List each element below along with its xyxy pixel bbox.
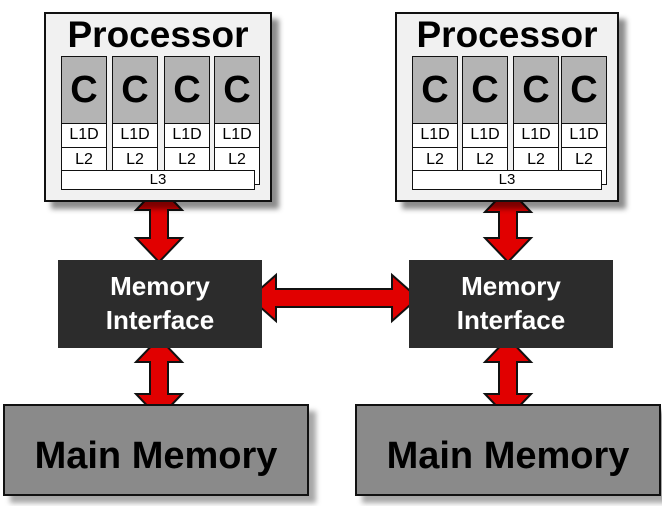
core-group: C L1D L2 C L1D L2 C L1D L2 C L1D L2 — [412, 56, 607, 186]
l1d-cache: L1D — [413, 123, 457, 148]
core-label: C — [463, 57, 507, 124]
core-block: C L1D L2 — [112, 56, 158, 185]
l2-cache: L2 — [75, 151, 93, 168]
l1d-cache: L1D — [113, 123, 157, 148]
core-block: C L1D L2 — [412, 56, 458, 185]
l1d-cache: L1D — [165, 123, 209, 148]
processor-right: Processor C L1D L2 C L1D L2 C L1D L2 C L… — [395, 12, 619, 202]
core-label: C — [215, 57, 259, 124]
interface-label-line1: Memory — [461, 271, 561, 301]
main-memory-left: Main Memory — [3, 404, 309, 496]
l3-cache: L3 — [412, 170, 602, 190]
l1d-cache: L1D — [562, 123, 606, 148]
processor-left: Processor C L1D L2 C L1D L2 C L1D L2 C L… — [44, 12, 272, 202]
l1d-cache: L1D — [463, 123, 507, 148]
memory-interface-left: Memory Interface — [58, 260, 262, 348]
core-block: C L1D L2 — [214, 56, 260, 185]
l3-cache: L3 — [61, 170, 255, 190]
l2-cache: L2 — [476, 151, 494, 168]
l2-cache: L2 — [575, 151, 593, 168]
l1d-cache: L1D — [215, 123, 259, 148]
l2-cache: L2 — [178, 151, 196, 168]
core-label: C — [514, 57, 558, 124]
core-label: C — [562, 57, 606, 124]
interface-label-line1: Memory — [110, 271, 210, 301]
interface-label-line2: Interface — [456, 305, 566, 335]
l2-cache: L2 — [527, 151, 545, 168]
core-label: C — [62, 57, 106, 124]
l1d-cache: L1D — [62, 123, 106, 148]
processor-title: Processor — [416, 14, 598, 55]
l1d-cache: L1D — [514, 123, 558, 148]
l2-cache: L2 — [228, 151, 246, 168]
arrow-interface-to-interface — [248, 272, 420, 324]
memory-interface-right: Memory Interface — [409, 260, 613, 348]
l2-cache: L2 — [426, 151, 444, 168]
core-group: C L1D L2 C L1D L2 C L1D L2 C L1D L2 — [61, 56, 260, 186]
core-block: C L1D L2 — [513, 56, 559, 185]
core-block: C L1D L2 — [561, 56, 607, 185]
core-block: C L1D L2 — [61, 56, 107, 185]
l2-cache: L2 — [126, 151, 144, 168]
core-label: C — [165, 57, 209, 124]
interface-label-line2: Interface — [105, 305, 215, 335]
processor-title: Processor — [67, 14, 249, 55]
core-block: C L1D L2 — [462, 56, 508, 185]
core-label: C — [113, 57, 157, 124]
main-memory-right: Main Memory — [355, 404, 661, 496]
core-block: C L1D L2 — [164, 56, 210, 185]
core-label: C — [413, 57, 457, 124]
